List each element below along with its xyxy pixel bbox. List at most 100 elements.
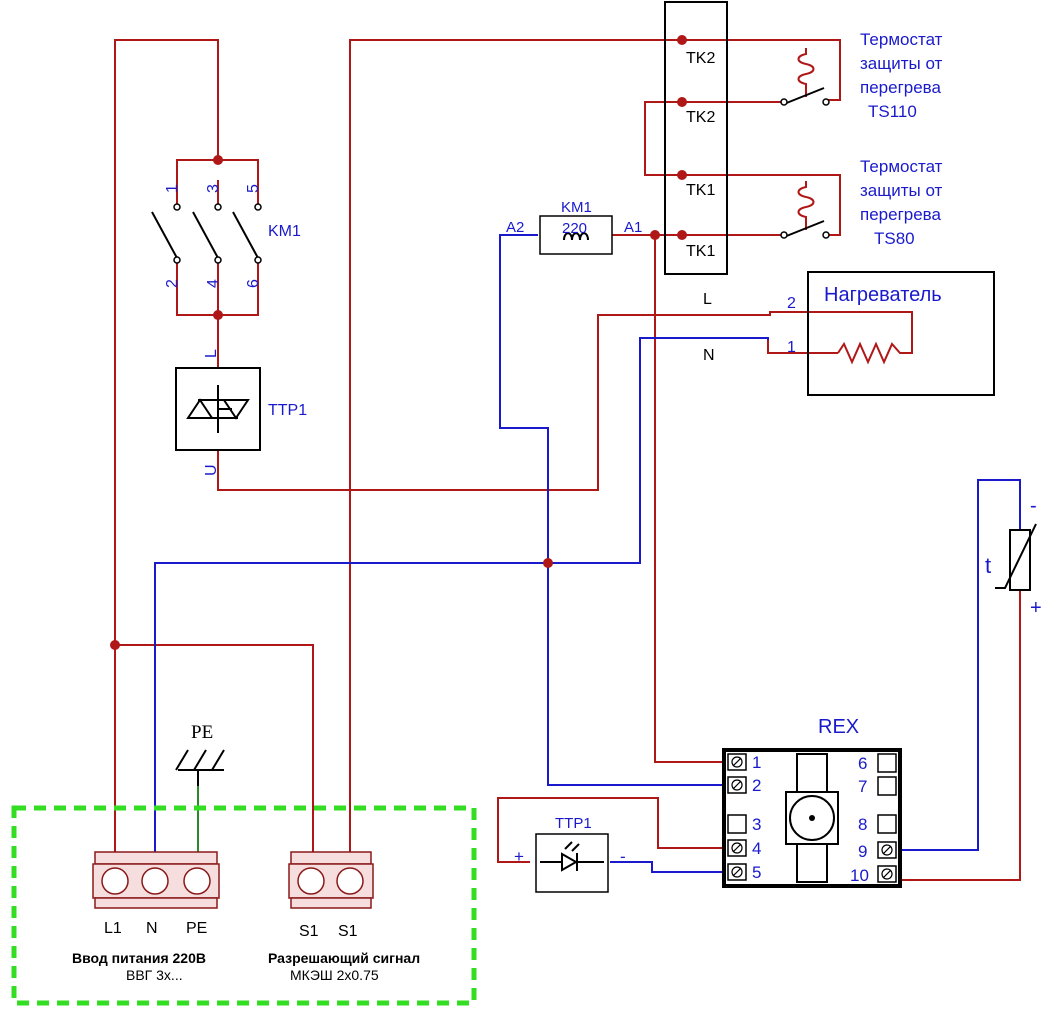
terminal-screw-icon <box>336 867 364 895</box>
ground-symbol: PE <box>175 722 225 786</box>
rex-pin-label: 6 <box>858 754 867 773</box>
rex-left-terminals <box>727 753 747 881</box>
power-input-cable: ВВГ 3х... <box>126 967 183 983</box>
rex-pin5-wire <box>610 861 738 873</box>
heater: Нагреватель L N 2 1 <box>703 271 995 396</box>
ssr-minus: - <box>620 847 626 866</box>
contactor-label: KM1 <box>268 223 301 240</box>
thermostat-caption: защиты от <box>860 181 943 200</box>
heater-wire-n: N <box>703 347 715 364</box>
thermostat-caption: Термостат <box>860 157 943 176</box>
contactor-pin-label: 4 <box>205 279 222 288</box>
thermostat-caption: перегрева <box>860 78 942 97</box>
contactor-coil-km1: KM1 220 A2 A1 <box>506 199 642 255</box>
thermostat-switch <box>783 220 825 238</box>
terminal-screw-icon <box>101 867 129 895</box>
rex-pin-label: 1 <box>752 753 761 772</box>
contactor-pin-label: 6 <box>245 279 262 288</box>
bimetal-icon <box>797 48 815 97</box>
thermostat-ts110: Термостат защиты от перегрева TS110 <box>780 30 943 121</box>
junction-dot <box>677 35 687 45</box>
thermostat-model: TS80 <box>874 229 915 248</box>
terminal-screw-icon <box>297 867 325 895</box>
phase-wires <box>114 39 1021 881</box>
thermostat-caption: Термостат <box>860 30 943 49</box>
rex-pin4-wire <box>497 797 738 863</box>
phase-l1-wire <box>114 39 219 855</box>
enable-signal-terminal: S1 S1 Разрешающий сигнал МКЭШ 2х0.75 <box>268 851 420 983</box>
contactor-switch-3 <box>192 211 219 259</box>
thermostat-switch <box>783 87 825 105</box>
coil-label: KM1 <box>561 199 592 216</box>
thermostat-ts80: Термостат защиты от перегрева TS80 <box>780 157 943 248</box>
heater-frame <box>807 271 995 396</box>
terminal-label-n: N <box>146 920 158 937</box>
enable-signal-title: Разрешающий сигнал <box>268 950 420 966</box>
ssr-ttp1-top: L TTP1 U <box>175 349 307 476</box>
ssr-plus: + <box>514 847 524 866</box>
coil-icon <box>563 232 589 241</box>
ssr-pin-l-label: L <box>203 349 220 358</box>
contactor-km1: 1 3 5 2 4 6 KM1 <box>151 180 301 288</box>
heater-title: Нагреватель <box>824 284 942 306</box>
sensor-symbol: t <box>985 553 991 578</box>
contactor-pin-label: 2 <box>164 279 181 288</box>
junction-dot <box>650 230 660 240</box>
junction-dot <box>677 97 687 107</box>
rex-pin1-wire <box>654 235 738 763</box>
neutral-wires <box>154 234 1021 873</box>
neutral-main-wire <box>154 337 769 855</box>
enable-signal-cable: МКЭШ 2х0.75 <box>290 967 379 983</box>
ssr-to-heater-wire <box>217 311 913 491</box>
ground-label: PE <box>191 722 213 743</box>
rex-pin-label: 10 <box>850 866 869 885</box>
contactor-pin-label: 3 <box>205 184 222 193</box>
terminal-screw-icon <box>183 867 211 895</box>
tk2-thermostat-wire <box>682 39 841 101</box>
junction-dot <box>543 558 553 568</box>
rex-pin-label: 3 <box>752 815 761 834</box>
terminal-block-frame <box>664 1 728 275</box>
rex-pin-label: 9 <box>858 842 867 861</box>
terminal-label-tk2: TK2 <box>686 50 715 67</box>
sensor-minus: - <box>1030 495 1037 517</box>
junction-dot <box>213 155 223 165</box>
power-input-title: Ввод питания 220В <box>72 950 206 966</box>
phase-s1-wire <box>115 644 314 855</box>
contactor-pin-label: 5 <box>245 184 262 193</box>
temperature-sensor: t - + <box>985 495 1042 619</box>
rex-pin-label: 8 <box>858 815 867 834</box>
junction-dot <box>677 230 687 240</box>
enable-signal-wire <box>349 39 682 855</box>
contactor-switch-1 <box>151 211 178 259</box>
terminal-label-s1: S1 <box>299 923 319 940</box>
tk-bridge-wire <box>644 101 682 176</box>
terminal-label-s1: S1 <box>338 923 358 940</box>
rex-pin-label: 4 <box>752 839 761 858</box>
terminal-block-tk: TK2 TK2 TK1 TK1 <box>664 1 728 275</box>
ssr-bottom-label: TTP1 <box>555 815 592 832</box>
heater-pin1-lead <box>767 340 838 354</box>
contactor-pin-label: 1 <box>164 184 181 193</box>
tk1-thermostat-wire <box>682 174 841 236</box>
rex-pin-label: 2 <box>752 776 761 795</box>
heater-pin-1: 1 <box>787 339 796 356</box>
led-icon <box>540 841 604 872</box>
terminal-label-tk2: TK2 <box>686 109 715 126</box>
thermostat-caption: защиты от <box>860 54 943 73</box>
rex-right-terminals <box>877 753 897 883</box>
sensor-plus: + <box>1030 597 1042 619</box>
thermistor-icon <box>1009 529 1031 591</box>
ssr-ttp1-bottom: TTP1 + - <box>514 815 626 893</box>
terminal-label-pe: PE <box>186 920 207 937</box>
junction-dot <box>677 170 687 180</box>
junction-dot <box>110 640 120 650</box>
power-input-terminal: L1 N PE Ввод питания 220В ВВГ 3х... <box>72 851 220 983</box>
sensor-minus-wire <box>890 479 1021 851</box>
heater-pin-2: 2 <box>787 295 796 312</box>
coil-pin-a2: A2 <box>506 219 524 236</box>
resistor-icon <box>837 341 910 365</box>
rex-pin-label: 5 <box>752 863 761 882</box>
ssr-label: TTP1 <box>268 402 307 419</box>
